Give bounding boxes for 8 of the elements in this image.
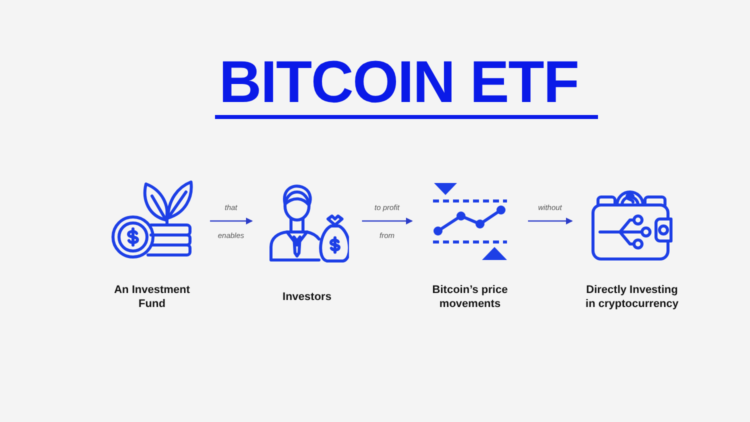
- step-label: An Investment Fund: [113, 284, 191, 312]
- arrow: [362, 218, 413, 224]
- step-label: Directly Investing in cryptocurrency: [584, 284, 680, 312]
- step-label: Investors: [282, 291, 332, 305]
- step-label: Bitcoin’s price movements: [431, 284, 509, 312]
- title: BITCOIN ETF: [219, 53, 578, 112]
- arrow: [528, 218, 573, 224]
- arrow: [210, 218, 253, 224]
